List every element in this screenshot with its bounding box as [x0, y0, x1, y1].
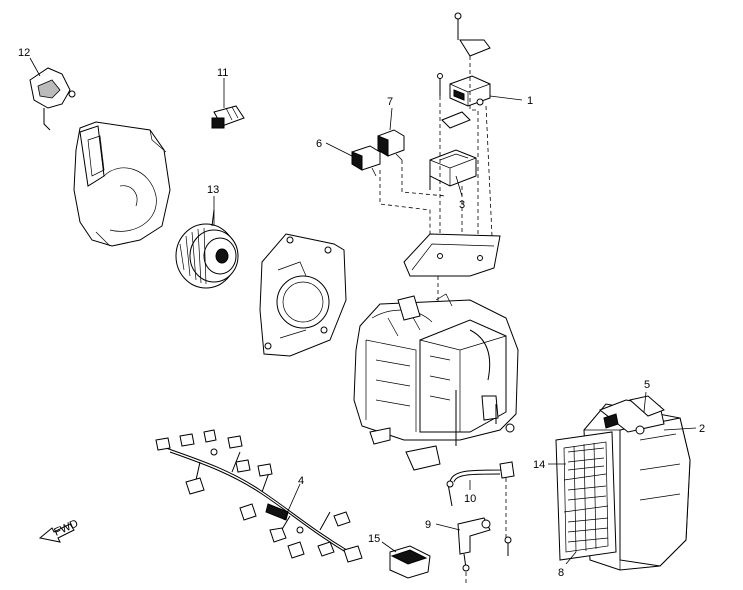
callout-1: 1 [527, 95, 533, 107]
part-13-blower-motor [175, 209, 239, 289]
callout-9: 9 [425, 519, 431, 531]
gasket-plate [259, 233, 347, 357]
callout-8: 8 [558, 567, 564, 579]
part-4-wiring-harness [155, 429, 363, 563]
part-1-control-unit [449, 75, 491, 107]
part-7-relay [377, 129, 405, 161]
callout-6: 6 [316, 138, 322, 150]
callout-10: 10 [464, 493, 476, 505]
callout-12: 12 [18, 47, 30, 59]
mounting-plate [403, 233, 501, 277]
blower-housing [73, 121, 171, 247]
heater-unit-assembly [353, 293, 519, 471]
part-6-relay [351, 145, 381, 177]
callout-14: 14 [533, 459, 545, 471]
forward-arrow-label: FWD [52, 518, 80, 539]
part-11-resistor [211, 105, 245, 129]
part-15-pad [389, 545, 431, 579]
callout-5: 5 [644, 379, 650, 391]
callout-3: 3 [459, 199, 465, 211]
forward-arrow-icon: FWD [38, 518, 80, 543]
part-12-actuator [29, 67, 76, 131]
part-10-drain-hose [446, 461, 515, 556]
callout-2: 2 [699, 423, 705, 435]
part-14-evaporator-core [555, 431, 617, 561]
callout-7: 7 [387, 96, 393, 108]
mounting-bracket [429, 12, 491, 190]
callout-11: 11 [217, 67, 228, 79]
callout-leaders [29, 57, 697, 565]
callout-13: 13 [207, 184, 219, 196]
callout-4: 4 [298, 475, 304, 487]
callout-labels: 1 2 3 4 5 6 7 8 9 10 11 12 13 14 15 [18, 47, 705, 579]
part-3-module [429, 149, 477, 187]
part-9-fitting [457, 517, 491, 584]
callout-15: 15 [368, 533, 380, 545]
assembly-leader-lines [379, 56, 493, 302]
